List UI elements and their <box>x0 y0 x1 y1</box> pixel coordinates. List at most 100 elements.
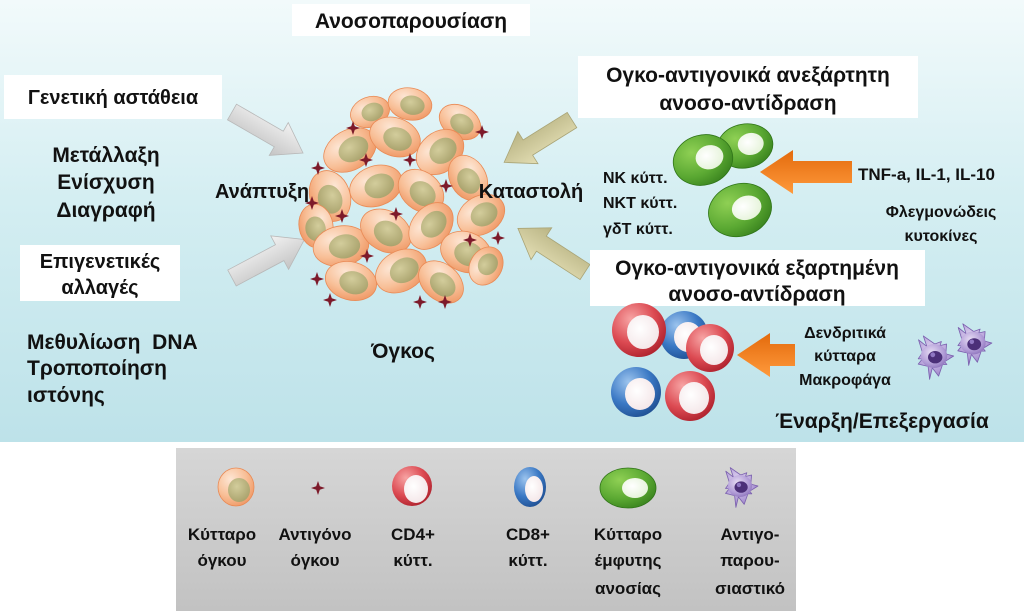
tumor-cell-nucleus <box>339 271 369 295</box>
genetic-instability-box <box>4 75 222 119</box>
tumor-cell-nucleus <box>361 102 384 122</box>
tumor-antigen <box>311 161 325 175</box>
legend-label: παρου- <box>720 551 779 570</box>
apc-type-label: κύτταρα <box>814 348 876 365</box>
legend-label: ανοσίας <box>595 579 661 598</box>
innate-cell-type: γδT κύττ. <box>603 221 673 238</box>
independent-response-heading: Ογκο-αντιγονικά ανεξάρτητη <box>606 64 890 87</box>
cd4-cell <box>686 324 734 372</box>
tumor-cell-nucleus <box>457 168 481 194</box>
apc-nucleus <box>967 338 982 351</box>
genetic-instability-heading: Γενετική αστάθεια <box>28 87 199 109</box>
tumor-cell-nucleus <box>328 234 361 259</box>
legend-label: κύττ. <box>393 551 432 570</box>
cd8-cell-core <box>625 378 655 410</box>
epigenetic-heading: Επιγενετικές <box>40 251 161 273</box>
dependent-response-heading: Ογκο-αντιγονικά εξαρτημένη <box>615 257 899 280</box>
independent-response-box <box>578 56 918 118</box>
tumor-antigen <box>360 249 374 263</box>
tumor-cell-nucleus <box>317 184 343 214</box>
legend-label: Αντιγόνο <box>278 525 351 544</box>
tumor-antigen <box>305 196 319 210</box>
tumor-cell <box>369 116 421 158</box>
innate-immune-cell-icon <box>599 467 657 509</box>
cd8-cell <box>611 367 661 417</box>
dependent-response-arrow <box>517 227 591 281</box>
cd4-cell-icon <box>392 466 432 506</box>
legend-background <box>176 448 796 611</box>
antigen-presenting-cells <box>917 323 993 380</box>
tumor-cell <box>456 193 506 237</box>
legend-label: όγκου <box>290 551 339 570</box>
diagram-title: Ανοσοπαρουσίαση <box>315 10 507 33</box>
tumor-antigen <box>463 233 477 247</box>
cd4-cell-core <box>700 335 728 365</box>
legend-label: σιαστικό <box>715 579 785 598</box>
tumor-antigen <box>323 293 337 307</box>
tumor-cell-nucleus <box>420 210 447 238</box>
antigen-presentation-arrow <box>737 333 795 377</box>
innate-cell-core <box>737 132 764 156</box>
innate-immune-cells <box>672 123 774 238</box>
antigen-presenting-cell <box>917 335 955 380</box>
cd8-cell-icon-core <box>525 476 543 502</box>
tumor-cell-nucleus <box>400 95 425 115</box>
legend-label: όγκου <box>197 551 246 570</box>
tumor-antigens <box>305 121 505 309</box>
tumor-cell <box>360 208 412 254</box>
tumor-cell <box>408 202 454 250</box>
tumor-cell-nucleus <box>429 272 456 297</box>
epigenetic-arrow <box>227 235 306 287</box>
tumor-cell-nucleus <box>477 253 498 276</box>
tumor-cell-icon-nucleus <box>228 478 250 502</box>
tumor-antigen <box>413 295 427 309</box>
tumor-cell <box>312 225 370 267</box>
tumor-antigen <box>389 207 403 221</box>
innate-immune-cell <box>708 182 772 238</box>
tumor-antigen <box>310 272 324 286</box>
cytokine-label: Φλεγμονώδεις <box>886 204 997 221</box>
apc-nucleus <box>734 481 748 493</box>
innate-cell-type: NKT κύττ. <box>603 195 677 212</box>
independent-response-arrow <box>503 111 578 165</box>
apc-type-label: Μακροφάγα <box>799 372 891 389</box>
tumor-cell <box>349 164 403 208</box>
tumor-cell-nucleus <box>338 136 369 163</box>
cd4-cell <box>665 371 715 421</box>
innate-cell-core <box>731 195 762 221</box>
legend: Κύτταρο όγκου Αντιγόνο όγκου CD4+ κύττ. … <box>176 448 796 611</box>
tumor-cell-icon <box>217 467 255 507</box>
tumor-cell-nucleus <box>373 220 403 247</box>
genetic-item: Διαγραφή <box>56 199 155 222</box>
innate-immune-cell <box>672 134 734 186</box>
tumor-cell-nucleus <box>450 113 474 135</box>
tumor-cell-nucleus <box>470 202 498 227</box>
initiation-processing-label: Έναρξη/Επεξεργασία <box>775 410 989 433</box>
apc-nucleus-highlight <box>736 482 742 488</box>
innate-cell-icon-core <box>622 478 648 498</box>
independent-response-heading: ανοσο-αντίδραση <box>659 92 836 115</box>
tumor-cell <box>468 246 504 286</box>
tumor-cell <box>387 87 433 121</box>
cd4-cell-core <box>679 382 709 414</box>
tumor-antigen <box>403 153 417 167</box>
tumor-antigen <box>346 121 360 135</box>
tumor-antigen-icon <box>311 481 325 495</box>
epigenetic-item: Τροποποίηση <box>27 357 167 380</box>
tumor-cell <box>447 154 489 202</box>
epigenetic-box <box>20 245 180 301</box>
title-box <box>292 4 530 36</box>
epigenetic-item: ιστόνης <box>27 384 105 407</box>
legend-label: Αντιγο- <box>721 525 780 544</box>
antigen-presenting-cell-icon <box>725 467 759 508</box>
tumor-cell-nucleus <box>383 127 412 151</box>
epigenetic-item: Μεθυλίωση DNA <box>27 331 198 354</box>
legend-label: κύττ. <box>508 551 547 570</box>
legend-label: CD8+ <box>506 525 550 544</box>
dependent-response-box <box>590 250 925 306</box>
cd8-cell-icon <box>514 467 546 507</box>
legend-label: έμφυτης <box>595 551 662 570</box>
epigenetic-heading: αλλαγές <box>61 277 138 299</box>
antigen-presenting-cell <box>957 323 993 366</box>
